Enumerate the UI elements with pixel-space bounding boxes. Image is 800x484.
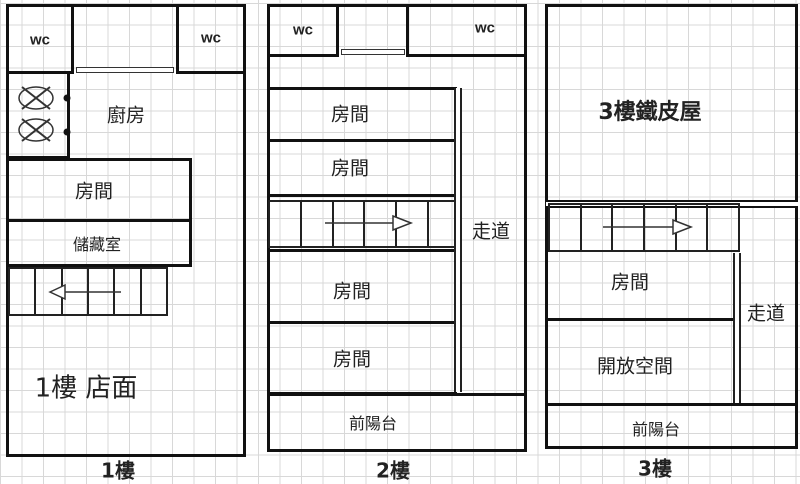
- arrow-left-icon: [48, 283, 121, 301]
- room-3f: [546, 251, 738, 321]
- corridor-wall-2f: [454, 88, 462, 392]
- room-2f-4-label: 房間: [332, 348, 372, 371]
- room-2f-1-label: 房間: [330, 103, 370, 126]
- stove-counter: [6, 72, 70, 159]
- wc-right-label-2f: wc: [474, 19, 496, 37]
- balcony-2f-label: 前陽台: [348, 414, 398, 433]
- wc-left-label-2f: wc: [292, 21, 314, 39]
- corridor-wall-3f: [733, 253, 741, 403]
- wc-right-room-2f: [406, 4, 527, 57]
- balcony-3f-label: 前陽台: [631, 420, 681, 439]
- floor-2-title: 2樓: [376, 458, 410, 483]
- floor-1-title: 1樓: [101, 458, 135, 483]
- room-2f-3-label: 房間: [332, 280, 372, 303]
- floor-3-title: 3樓: [638, 456, 672, 481]
- iron-house-label: 3樓鐵皮屋: [598, 100, 702, 125]
- arrow-right-icon: [325, 214, 414, 232]
- room-2f-2-label: 房間: [330, 157, 370, 180]
- arrow-right-icon: [603, 218, 694, 236]
- wc-right-label: wc: [200, 29, 222, 47]
- kitchen-label: 廚房: [106, 104, 146, 127]
- open-space-label: 開放空間: [596, 355, 674, 378]
- storage-room: [6, 219, 192, 267]
- room-1f-label: 房間: [74, 180, 114, 203]
- stove-icon: [18, 86, 71, 142]
- storage-label: 儲藏室: [72, 235, 122, 254]
- wc-left-room-2f: [267, 4, 339, 57]
- counter-2f: [341, 49, 405, 55]
- room-3f-label: 房間: [610, 271, 650, 294]
- wc-left-label: wc: [29, 31, 51, 49]
- wc-right-room: [176, 4, 246, 74]
- corridor-2f-label: 走道: [471, 220, 511, 243]
- balcony-2f: [267, 393, 527, 452]
- shop-label: 1樓 店面: [34, 373, 138, 404]
- wc-left-room: [6, 4, 74, 74]
- counter: [76, 67, 174, 73]
- balcony-3f: [545, 403, 798, 449]
- corridor-3f-label: 走道: [746, 302, 786, 325]
